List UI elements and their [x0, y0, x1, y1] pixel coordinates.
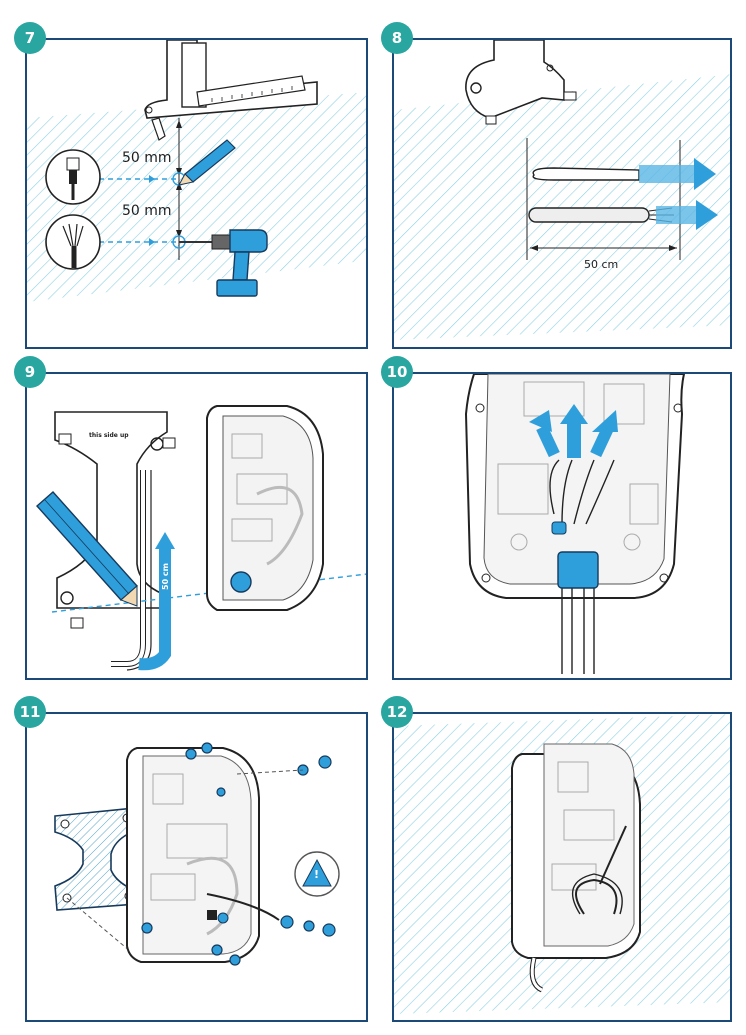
- dimension-lower-label: 50 mm: [122, 203, 172, 219]
- loose-screws: [280, 755, 336, 937]
- step-10-illustration: [464, 374, 686, 674]
- direction-arrow-up: [138, 532, 175, 671]
- round-cable: [528, 207, 650, 223]
- screw-bottom-right: [211, 944, 223, 956]
- dimension-label: 50 cm: [584, 258, 619, 271]
- step-11-illustration: [54, 742, 340, 966]
- step-badge-7: 7: [14, 22, 46, 54]
- cable-gland: [557, 551, 599, 589]
- flat-cable: [532, 167, 640, 181]
- wall-hatch: [27, 92, 366, 302]
- step-12-illustration: [394, 714, 730, 1014]
- dimension-label: 50 cm: [161, 563, 170, 590]
- pencil-icon: [178, 139, 236, 186]
- drill-icon: [179, 229, 268, 297]
- step-10-panel: [392, 372, 732, 680]
- mounting-template: [465, 40, 565, 119]
- step-badge-9: 9: [14, 356, 46, 388]
- charger-housing: [126, 747, 260, 963]
- step-badge-11: 11: [14, 696, 46, 728]
- step-12-panel: [392, 712, 732, 1022]
- plate-text: this side up: [89, 432, 129, 439]
- screw-bottom-left: [141, 922, 153, 934]
- step-badge-8: 8: [381, 22, 413, 54]
- cable-wires-icon: [45, 214, 101, 270]
- pencil-icon: [36, 491, 138, 607]
- step-11-panel: !: [25, 712, 368, 1022]
- warning-symbol: !: [314, 868, 320, 881]
- ethernet-connector-icon: [45, 149, 101, 205]
- step-badge-12: 12: [381, 696, 413, 728]
- step-7-illustration: [27, 40, 366, 302]
- step-9-illustration: [36, 405, 366, 671]
- charger-housing: [206, 405, 324, 611]
- step-badge-10: 10: [381, 356, 413, 388]
- step-7-panel: 50 mm 50 mm: [25, 38, 368, 349]
- screw-top-right: [201, 742, 213, 754]
- step-8-illustration: [394, 40, 730, 340]
- wall-hatch: [394, 74, 730, 340]
- step-8-panel: 50 cm: [392, 38, 732, 349]
- direction-arrow-lower: [656, 200, 718, 230]
- warning-triangle-icon: [294, 851, 340, 897]
- step-9-panel: this side up 50 cm: [25, 372, 368, 680]
- screw-top-left: [185, 748, 197, 760]
- charger-open-housing: [464, 374, 686, 599]
- charger-housing: [511, 743, 641, 993]
- ruler-arm: [196, 75, 306, 107]
- dimension-upper-label: 50 mm: [122, 150, 172, 166]
- template-hole: [145, 106, 153, 114]
- direction-arrow-upper: [639, 158, 716, 190]
- direction-arrows-up: [529, 404, 618, 458]
